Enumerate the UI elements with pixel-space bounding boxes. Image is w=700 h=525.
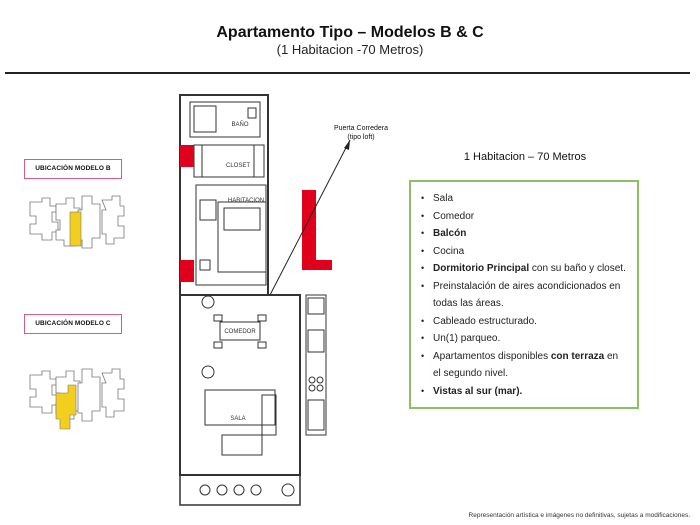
features-panel: SalaComedorBalcónCocinaDormitorio Princi… [409,180,639,409]
location-model-b-label: UBICACIÓN MODELO B [24,159,122,179]
feature-item: Cableado estructurado. [421,313,627,331]
feature-text: Sala [433,193,454,204]
disclaimer-text: Representación artística e imágenes no d… [468,512,690,519]
model-b-highlight [69,211,82,247]
feature-item: Sala [421,190,627,208]
feature-item: Comedor [421,208,627,226]
feature-item: Balcón [421,225,627,243]
location-model-b-map [29,195,125,249]
room-label-bano: BAÑO [231,121,248,128]
feature-text-after: con su baño y closet. [529,263,626,274]
room-label-comedor: COMEDOR [224,329,256,335]
feature-bold-text: Vistas al sur (mar). [433,385,523,397]
feature-item: Dormitorio Principal con su baño y close… [421,260,627,278]
room-label-closet: CLOSET [226,163,250,169]
page-subtitle: (1 Habitacion -70 Metros) [276,42,424,57]
callout-line1: Puerta Corredera [333,125,389,132]
feature-bold-text: con terraza [550,350,605,362]
model-c-highlight [55,384,77,430]
feature-bold-text: Balcón [433,228,467,239]
feature-item: Cocina [421,243,627,261]
sliding-door-callout: Puerta Corredera (tipo loft) [318,124,404,142]
feature-bold-text: Dormitorio Principal [433,263,530,274]
feature-text: Apartamentos disponibles [433,350,551,362]
room-label-habitacion: HABITACION [228,198,264,204]
room-label-sala: SALA [230,416,245,422]
header-divider [5,72,690,74]
feature-text: Un(1) parqueo. [433,333,501,344]
feature-item: Vistas al sur (mar). [421,383,627,401]
feature-text: Preinstalación de aires acondicionados e… [433,280,621,310]
location-model-c-label: UBICACIÓN MODELO C [24,314,122,334]
floor-plan: BAÑO CLOSET HABITACION COMEDOR SALA [179,94,351,506]
feature-text-after: en el segundo nivel. [433,350,619,380]
feature-text: Cocina [433,245,465,257]
feature-text: Comedor [433,210,475,222]
callout-line2: (tipo loft) [347,134,375,141]
feature-item: Preinstalación de aires acondicionados e… [421,278,627,313]
feature-text: Cableado estructurado. [433,315,537,327]
page-title: Apartamento Tipo – Modelos B & C [216,24,484,41]
unit-summary: 1 Habitacion – 70 Metros [463,151,587,163]
feature-item: Apartamentos disponibles con terraza en … [421,348,627,383]
features-list: SalaComedorBalcónCocinaDormitorio Princi… [411,182,637,400]
feature-item: Un(1) parqueo. [421,330,627,348]
location-model-c-map [29,368,125,430]
